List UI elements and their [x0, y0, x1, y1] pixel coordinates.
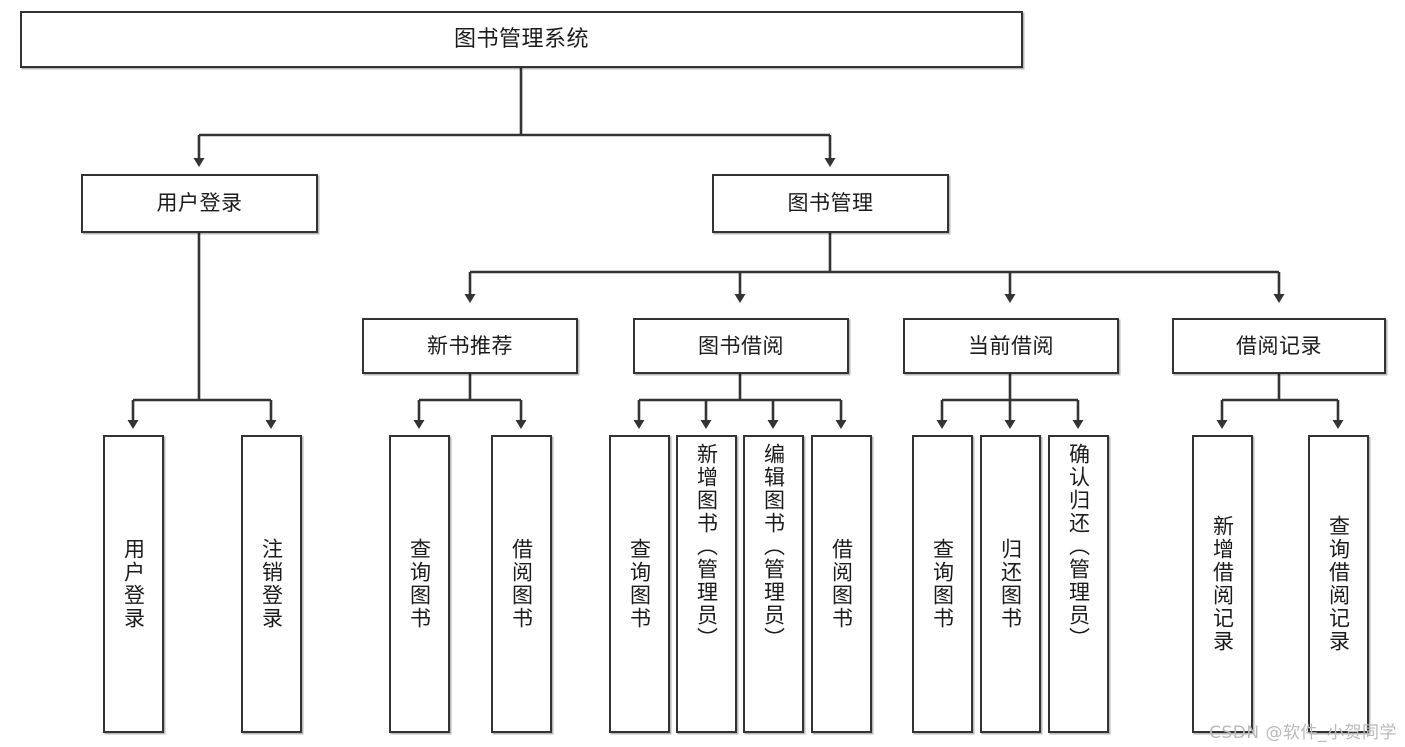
leaf-borrow-record-query[interactable]: 查询借阅记录: [1308, 435, 1369, 733]
node-label: 查询借阅记录: [1326, 515, 1351, 653]
leaf-user-login-login[interactable]: 用户登录: [103, 435, 164, 733]
node-label: 图书管理: [787, 191, 874, 216]
leaf-book-borrow-add-admin[interactable]: 新增图书（管理员）: [676, 435, 737, 733]
node-label: 用户登录: [156, 191, 243, 216]
node-label: 归还图书: [998, 538, 1023, 630]
node-label: 新增借阅记录: [1210, 515, 1235, 653]
node-label: 图书管理系统: [453, 26, 589, 52]
node-book-management[interactable]: 图书管理: [712, 174, 949, 233]
leaf-new-book-query[interactable]: 查询图书: [389, 435, 450, 733]
node-book-borrow[interactable]: 图书借阅: [633, 318, 849, 374]
node-label: 图书借阅: [698, 333, 784, 358]
leaf-current-borrow-query[interactable]: 查询图书: [912, 435, 973, 733]
leaf-new-book-borrow[interactable]: 借阅图书: [491, 435, 552, 733]
node-user-login[interactable]: 用户登录: [81, 174, 318, 233]
node-label: 借阅图书: [509, 538, 534, 630]
node-label: 借阅图书: [829, 538, 854, 630]
csdn-watermark: CSDN @软件_小贺同学: [1209, 723, 1397, 743]
leaf-user-login-logout[interactable]: 注销登录: [241, 435, 302, 733]
leaf-book-borrow-borrow[interactable]: 借阅图书: [811, 435, 872, 733]
node-label: 确认归还（管理员）: [1066, 443, 1091, 650]
node-label: 用户登录: [121, 538, 146, 630]
node-label: 当前借阅: [968, 333, 1054, 358]
node-new-book-recommend[interactable]: 新书推荐: [362, 318, 578, 374]
node-current-borrow[interactable]: 当前借阅: [903, 318, 1119, 374]
node-label: 查询图书: [627, 538, 652, 630]
node-label: 借阅记录: [1236, 333, 1322, 358]
node-root-library-system[interactable]: 图书管理系统: [20, 11, 1023, 68]
node-label: 查询图书: [930, 538, 955, 630]
leaf-book-borrow-edit-admin[interactable]: 编辑图书（管理员）: [743, 435, 804, 733]
leaf-current-borrow-confirm-admin[interactable]: 确认归还（管理员）: [1048, 435, 1109, 733]
leaf-current-borrow-return[interactable]: 归还图书: [980, 435, 1041, 733]
leaf-borrow-record-add[interactable]: 新增借阅记录: [1192, 435, 1253, 733]
node-label: 注销登录: [259, 538, 284, 630]
node-label: 编辑图书（管理员）: [761, 443, 786, 650]
leaf-book-borrow-query[interactable]: 查询图书: [609, 435, 670, 733]
node-label: 新书推荐: [427, 333, 513, 358]
node-borrow-record[interactable]: 借阅记录: [1172, 318, 1386, 374]
node-label: 查询图书: [407, 538, 432, 630]
node-label: 新增图书（管理员）: [694, 443, 719, 650]
